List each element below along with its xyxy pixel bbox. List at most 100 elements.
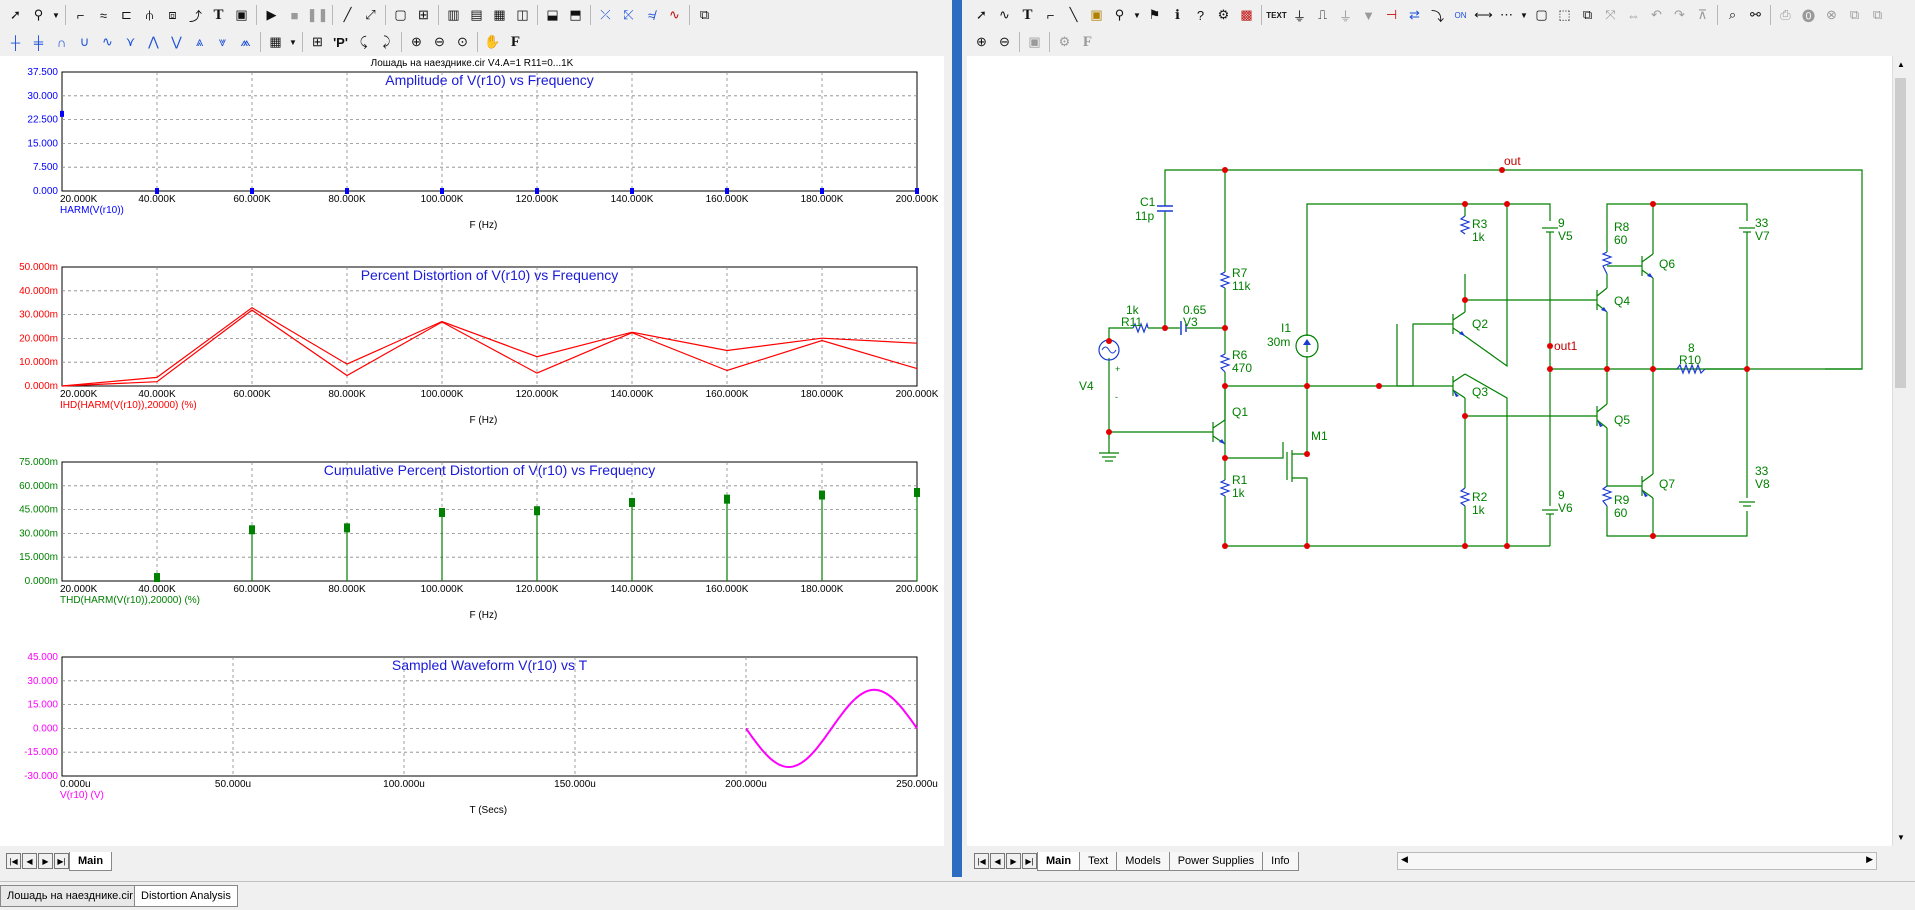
label-r11[interactable]: R11 (1121, 315, 1142, 329)
global-low-icon[interactable]: ⩔ (218, 34, 227, 49)
flip-icon[interactable]: ⇔ (1627, 7, 1640, 23)
slope-icon[interactable]: ⋎ (125, 34, 136, 49)
dropdown-arrow-icon[interactable]: ▼ (289, 37, 297, 47)
stop-icon[interactable]: ■ (290, 7, 299, 23)
bottom-icon[interactable]: ⋁ (171, 34, 182, 49)
flag-icon[interactable]: ⚑ (1148, 7, 1161, 22)
label-m1[interactable]: M1 (1311, 429, 1328, 443)
cursor-4-icon[interactable]: ∿ (669, 7, 680, 22)
line-icon[interactable]: ╱ (343, 7, 352, 22)
zoom-fit-icon[interactable]: ⊙ (457, 34, 468, 49)
schematic-hscroll[interactable]: ◀ ▶ (1397, 852, 1877, 870)
next-page-icon[interactable]: ▶ (1006, 853, 1021, 869)
box-icon[interactable]: ▢ (394, 7, 407, 22)
panel-5-icon[interactable]: ⬓ (546, 7, 559, 22)
dropdown-arrow-icon[interactable]: ▼ (52, 10, 60, 20)
power-icon[interactable]: ▼ (1362, 7, 1375, 23)
cursor-3-icon[interactable]: ≉ (647, 7, 656, 23)
wire-mode-icon[interactable]: ⌐ (1046, 7, 1055, 23)
inflection-icon[interactable]: ∿ (102, 34, 113, 49)
scroll-thumb[interactable] (1895, 78, 1906, 388)
table-icon[interactable]: ▦ (269, 34, 282, 49)
cond-icon[interactable]: ⊣ (1385, 7, 1398, 22)
font-icon[interactable]: F (1082, 33, 1093, 50)
label-q1[interactable]: Q1 (1232, 405, 1248, 419)
plot-area[interactable]: Лошадь на наезднике.cir V4.A=1 R11=0...1… (0, 56, 944, 846)
diagonal-icon[interactable]: ⤢ (365, 7, 376, 22)
page-icon[interactable]: ⬚ (1558, 7, 1571, 22)
zoom-out-icon[interactable]: ⊖ (999, 34, 1010, 49)
print-icon[interactable]: ⎙ (1780, 7, 1791, 22)
wire-icon[interactable]: ∿ (999, 7, 1010, 22)
doc-tab-circuit[interactable]: Лошадь на наезднике.cir (0, 885, 140, 907)
label-q7[interactable]: Q7 (1659, 477, 1675, 491)
first-page-icon[interactable]: |◀ (974, 853, 989, 869)
label-r10[interactable]: R10 (1679, 353, 1701, 367)
zoom-in-icon[interactable]: ⊕ (976, 34, 987, 49)
scroll-down-icon[interactable]: ▼ (1897, 833, 1905, 842)
label-v8[interactable]: V8 (1755, 477, 1770, 491)
valley-icon[interactable]: ╪ (33, 34, 44, 50)
box-icon[interactable]: ▢ (1535, 7, 1548, 22)
select-icon[interactable]: ➚ (976, 7, 987, 22)
on-off-icon[interactable]: ON (1454, 10, 1467, 20)
label-q6[interactable]: Q6 (1659, 257, 1675, 271)
tool-icon[interactable]: ⚙ (1058, 34, 1071, 49)
mirror-icon[interactable]: ⊼ (1697, 7, 1708, 22)
label-q4[interactable]: Q4 (1614, 294, 1630, 308)
low-icon[interactable]: ∪ (79, 34, 90, 49)
panel-4-icon[interactable]: ◫ (516, 7, 529, 22)
grid-table-icon[interactable]: ⊞ (312, 34, 323, 49)
wire-icon[interactable]: ⌐ (76, 7, 85, 23)
window-icon[interactable]: ⧉ (1849, 7, 1860, 22)
label-v5[interactable]: V5 (1558, 229, 1573, 243)
label-p-icon[interactable]: 'P' (333, 34, 348, 50)
next-page-icon[interactable]: ▶ (38, 853, 53, 869)
label-q2[interactable]: Q2 (1472, 317, 1488, 331)
diagonal-icon[interactable]: ╲ (1069, 7, 1078, 22)
global-high-icon[interactable]: ⩓ (195, 34, 204, 49)
probe-icon[interactable]: ⤵ (1430, 8, 1444, 24)
panel-6-icon[interactable]: ⬒ (569, 7, 582, 22)
schematic-canvas[interactable]: C1 11p 1k R11 0.65 V3 R7 11k R6 470 R1 1… (967, 56, 1910, 846)
tab-text[interactable]: Text (1079, 851, 1118, 871)
voltage-icon[interactable]: ⎍ (1317, 7, 1328, 22)
component-icon[interactable]: ⚲ (33, 7, 44, 22)
frame-icon[interactable]: ⧉ (1582, 7, 1593, 22)
zoom-out-icon[interactable]: ⊖ (434, 34, 445, 49)
scope-cursor-icon[interactable]: ⤹ (359, 34, 368, 49)
scroll-right-icon[interactable]: ▶ (1866, 854, 1873, 864)
prev-page-icon[interactable]: ◀ (22, 853, 37, 869)
tab-power-supplies[interactable]: Power Supplies (1168, 851, 1264, 871)
binoculars-icon[interactable]: ⚯ (1750, 7, 1761, 22)
zoom-in-icon[interactable]: ⊕ (411, 34, 422, 49)
current-icon[interactable]: ⏚ (1338, 8, 1352, 24)
tab-main[interactable]: Main (69, 851, 113, 871)
label-q3[interactable]: Q3 (1472, 385, 1488, 399)
state-icon[interactable]: ⇄ (1409, 7, 1420, 22)
waveform-icon[interactable]: ≈ (99, 7, 108, 23)
text-mode-icon[interactable]: TEXT (1266, 10, 1287, 20)
pan-icon[interactable]: ✋ (484, 34, 501, 49)
text-icon[interactable]: T (213, 6, 224, 23)
tab-models[interactable]: Models (1116, 851, 1170, 871)
label-v4[interactable]: V4 (1079, 379, 1094, 393)
label-r9[interactable]: R9 (1614, 493, 1630, 507)
window2-icon[interactable]: ⧉ (1872, 7, 1883, 22)
label-out1[interactable]: out1 (1554, 339, 1578, 353)
undo-icon[interactable]: ↶ (1651, 7, 1662, 22)
label-icon[interactable]: ▣ (1090, 7, 1103, 22)
label-r2[interactable]: R2 (1472, 490, 1488, 504)
pause-icon[interactable]: ❚❚ (306, 7, 329, 22)
scroll-up-icon[interactable]: ▲ (1897, 60, 1905, 69)
top-icon[interactable]: ⋀ (148, 34, 159, 49)
label-r3[interactable]: R3 (1472, 217, 1488, 231)
label-i1[interactable]: I1 (1281, 321, 1291, 335)
grid-format-icon[interactable]: ⧈ (168, 7, 177, 22)
info-icon[interactable]: ℹ (1175, 7, 1180, 22)
label-v3[interactable]: V3 (1183, 315, 1198, 329)
prev-page-icon[interactable]: ◀ (990, 853, 1005, 869)
node-icon[interactable]: ▩ (1240, 7, 1253, 22)
first-page-icon[interactable]: |◀ (6, 853, 21, 869)
label-r6[interactable]: R6 (1232, 348, 1248, 362)
